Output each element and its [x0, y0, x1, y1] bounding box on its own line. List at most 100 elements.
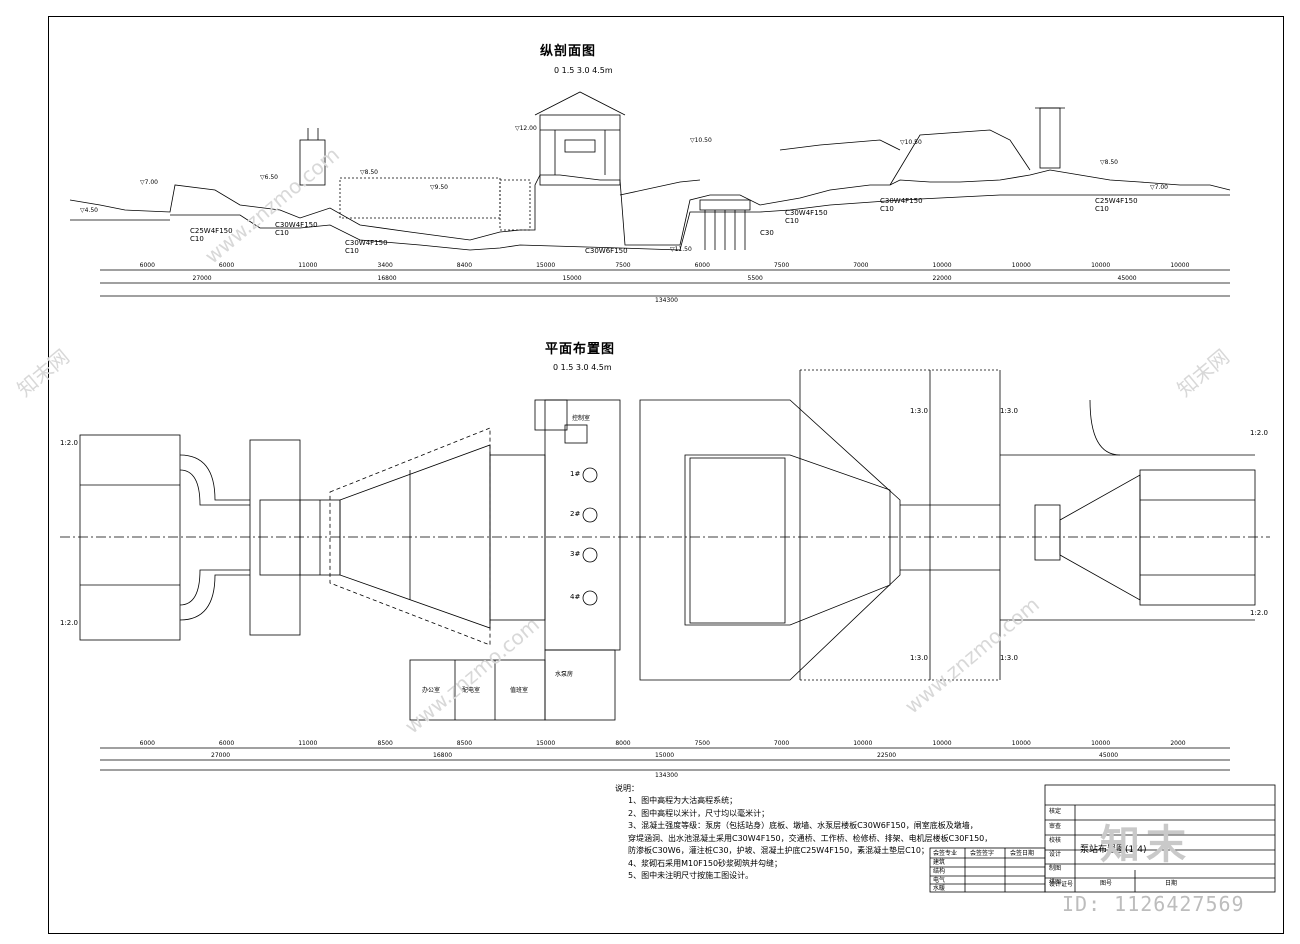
note-item: 4、浆砌石采用M10F150砂浆砌筑并勾缝； [628, 858, 783, 868]
date-label: 日期 [1165, 880, 1178, 887]
slope-label: 1:2.0 [60, 619, 78, 627]
material-label: C10 [190, 235, 204, 243]
countersign-label: 结构 [933, 868, 946, 875]
room-label: 水泵房 [555, 671, 574, 678]
level-mark: ▽12.00 [515, 125, 537, 132]
plan-dim-segment: 8500 [377, 740, 393, 747]
level-mark: ▽9.50 [430, 184, 448, 191]
profile-dim-segment: 11000 [298, 262, 318, 269]
plan-dim-segment: 10000 [1011, 740, 1031, 747]
note-item: 2、图中高程以米计，尺寸均以毫米计； [628, 808, 770, 818]
plan-inlet-basin [79, 434, 181, 641]
plan-outlet-basin [639, 399, 901, 681]
profile-dim-segment: 7500 [615, 262, 631, 269]
pump-label: 3# [570, 550, 581, 558]
room-label: 控制室 [572, 415, 591, 422]
profile-scale: 0 1.5 3.0 4.5m [554, 66, 613, 75]
countersign-label: 建筑 [933, 859, 946, 866]
profile-dim-group: 5500 [747, 275, 763, 282]
profile-dim-segment: 10000 [1170, 262, 1190, 269]
plan-dim-segment: 7000 [773, 740, 790, 747]
plan-dim-group: 27000 [211, 752, 231, 759]
level-mark: ▽8.50 [360, 169, 378, 176]
pump-label: 1# [570, 470, 581, 478]
plan-total-dim: 134300 [655, 772, 678, 779]
plan-dim-group: 15000 [655, 752, 675, 759]
material-label: C30W4F150 [345, 239, 388, 247]
watermark-logo: 知末 [1100, 822, 1192, 868]
material-label: C30W4F150 [880, 197, 923, 205]
countersign-label: 电气 [933, 877, 946, 884]
material-label: C30W4F150 [275, 221, 318, 229]
plan-forebay [339, 444, 491, 629]
title-block-role: 设计 [1049, 851, 1062, 858]
profile-base-line [170, 194, 1230, 251]
level-mark: ▽10.50 [690, 137, 712, 144]
profile-pumphouse [539, 114, 621, 186]
profile-dim-segment: 10000 [1091, 262, 1111, 269]
pump-label: 4# [570, 593, 581, 601]
level-mark: ▽11.50 [670, 246, 692, 253]
title-block-role: 描图 [1049, 879, 1062, 886]
level-mark: ▽8.50 [1100, 159, 1118, 166]
plan-dim-group: 45000 [1099, 752, 1119, 759]
note-item: 3、混凝土强度等级：泵房（包括站身）底板、墩墙、水泵层楼板C30W6F150，闸… [628, 821, 978, 830]
slope-label: 1:3.0 [910, 407, 928, 415]
plan-outlet-sluice [1034, 504, 1061, 561]
room-label: 办公室 [422, 687, 441, 694]
countersign-label: 会签日期 [1010, 850, 1035, 857]
material-label: C10 [785, 217, 799, 225]
countersign-label: 会签专业 [933, 850, 958, 857]
drawing-number-label: 图号 [1100, 880, 1113, 887]
material-label: C30W4F150 [785, 209, 828, 217]
plan-dim-group: 16800 [433, 752, 453, 759]
title-block-role: 审查 [1049, 823, 1062, 830]
profile-dim-segment: 10000 [1011, 262, 1031, 269]
plan-dim-segment: 2000 [1170, 740, 1186, 747]
profile-ground-line [69, 169, 1231, 246]
profile-title: 纵剖面图 [540, 44, 597, 59]
drawing-border [48, 16, 1284, 934]
watermark-id: ID: 1126427569 [1062, 892, 1245, 916]
plan-dim-segment: 10000 [1091, 740, 1111, 747]
note-item: 5、图中未注明尺寸按施工图设计。 [628, 871, 754, 880]
countersign-table [929, 847, 1046, 893]
profile-dim-segment: 7000 [853, 262, 869, 269]
title-block-role: 校核 [1049, 837, 1062, 844]
material-label: C25W4F150 [1095, 197, 1138, 205]
profile-dim-segment: 8400 [456, 262, 473, 269]
profile-dim-segment: 7500 [773, 262, 790, 269]
material-label: C10 [1095, 205, 1109, 213]
title-block-role: 制图 [1049, 865, 1062, 872]
material-label: C30W6F150 [585, 247, 628, 255]
profile-dim-group: 16800 [377, 275, 397, 282]
level-mark: ▽7.00 [1150, 184, 1168, 191]
plan-dim-segment: 6000 [218, 740, 235, 747]
plan-dim-segment: 8000 [615, 740, 631, 747]
profile-dim-segment: 6000 [694, 262, 710, 269]
plan-dim-segment: 7500 [694, 740, 710, 747]
note-item: 1、图中高程为大沽高程系统； [628, 796, 738, 805]
plan-dim-segment: 15000 [536, 740, 556, 747]
room-label: 配电室 [462, 687, 481, 694]
notes-heading: 说明： [615, 784, 639, 793]
slope-label: 1:3.0 [1000, 407, 1018, 415]
slope-label: 1:2.0 [1250, 609, 1268, 617]
plan-dim-segment: 8500 [456, 740, 473, 747]
plan-dim-segment: 10000 [932, 740, 952, 747]
profile-dim-segment: 6000 [218, 262, 235, 269]
plan-dim-segment: 10000 [853, 740, 873, 747]
material-label: C30 [760, 229, 774, 237]
slope-label: 1:3.0 [1000, 654, 1018, 662]
level-mark: ▽6.50 [260, 174, 278, 181]
title-block-role: 核定 [1049, 808, 1062, 815]
profile-embankment [889, 129, 1031, 186]
countersign-label: 会签签字 [970, 850, 995, 857]
level-mark: ▽4.50 [80, 207, 98, 214]
profile-dim-group: 22000 [932, 275, 952, 282]
plan-intake-sluice [249, 439, 301, 636]
profile-total-dim: 134300 [655, 297, 678, 304]
slope-label: 1:2.0 [1250, 429, 1268, 437]
title-block-role: 设计证号 [1049, 881, 1074, 888]
material-label: C10 [345, 247, 359, 255]
